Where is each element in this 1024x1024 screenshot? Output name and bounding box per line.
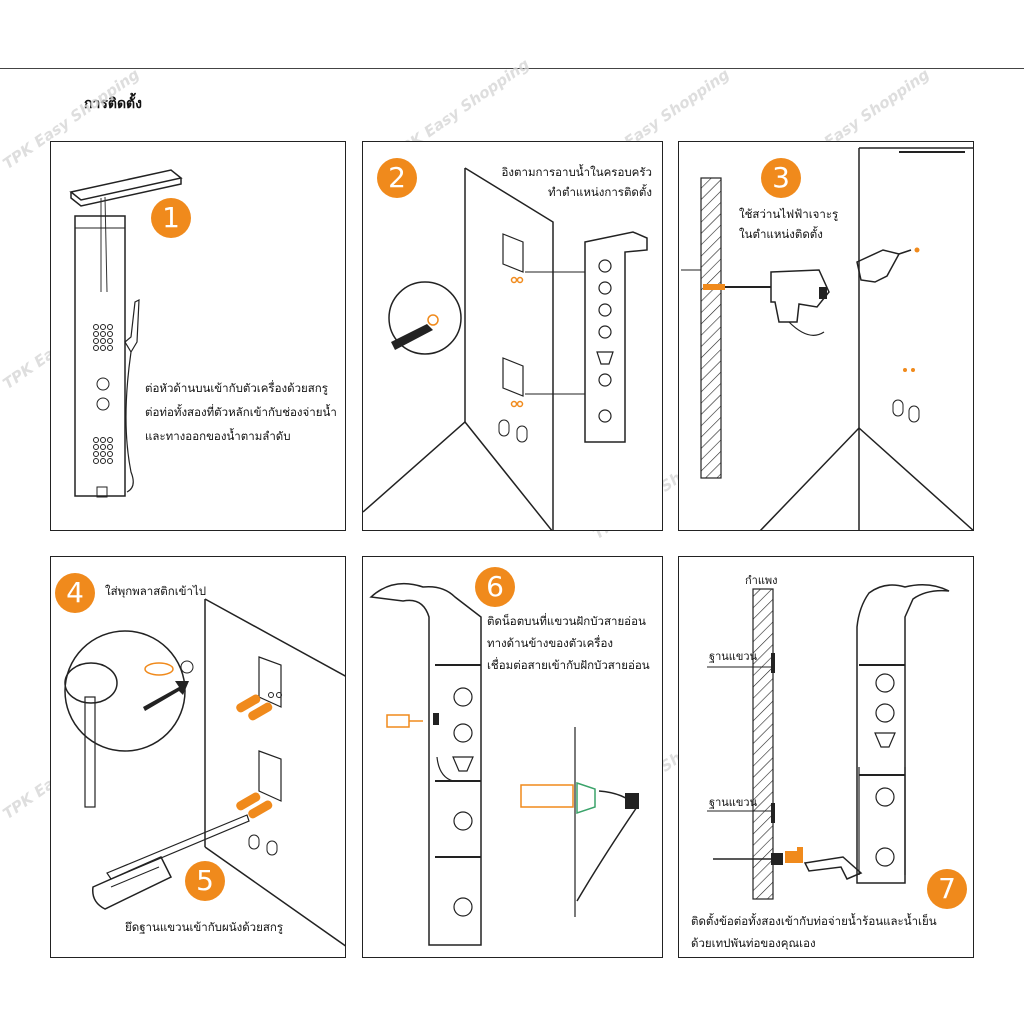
step-7-caption-line-2: ด้วยเทปพันท่อของคุณเอง: [691, 936, 816, 950]
step-1-panel: 1 ต่อหัวด้านบนเข้ากับตัวเครื่องด้วยสกรู …: [50, 141, 346, 531]
step-6-caption-line-3: เชื่อมต่อสายเข้ากับฝักบัวสายอ่อน: [487, 658, 650, 672]
step-number-badge: 2: [377, 158, 417, 198]
pipe-connection-illustration: [707, 584, 950, 900]
shower-panel-illustration: [69, 169, 183, 498]
step-7-panel: กำแพง ฐานแขวน ฐานแขวน 7 ติดตั้งข้อต่อทั้…: [678, 556, 974, 958]
step-number-badge: 1: [151, 198, 191, 238]
step-1-caption-line-1: ต่อหัวด้านบนเข้ากับตัวเครื่องด้วยสกรู: [145, 381, 328, 395]
step-6-panel: 6 ติดน็อตบนที่แขวนฝักบัวสายอ่อน ทางด้านข…: [362, 556, 663, 958]
step-6-caption-line-2: ทางด้านข้างของตัวเครื่อง: [487, 636, 614, 650]
step-number-badge: 4: [55, 573, 95, 613]
wall-label: กำแพง: [745, 574, 778, 587]
step-2-panel: 2 อิงตามการอาบน้ำในครอบครัว ทำตำแหน่งการ…: [362, 141, 663, 531]
hanger-label-top: ฐานแขวน: [709, 650, 758, 663]
step-number-badge: 3: [761, 158, 801, 198]
step-number-badge: 6: [475, 567, 515, 607]
step-2-caption-line-1: อิงตามการอาบน้ำในครอบครัว: [501, 165, 653, 179]
hanger-label-bottom: ฐานแขวน: [709, 796, 758, 809]
step-1-caption-line-3: และทางออกของน้ำตามลำดับ: [145, 429, 291, 443]
step-number-badge: 5: [185, 861, 225, 901]
instruction-sheet: [0, 68, 1024, 957]
step-4-5-panel: 4 ใส่พุกพลาสติกเข้าไป 5 ยึดฐานแขวนเข้ากั…: [50, 556, 346, 958]
step-2-caption-line-2: ทำตำแหน่งการติดตั้ง: [547, 185, 652, 199]
hand-shower-holder-illustration: [369, 582, 639, 946]
anchor-and-screw-illustration: [64, 598, 345, 947]
step-3-caption-line-2: ในตำแหน่งติดตั้ง: [739, 227, 823, 241]
drilling-illustration: [681, 147, 973, 530]
step-3-caption-line-1: ใช้สว่านไฟฟ้าเจาะรู: [739, 207, 839, 221]
step-1-caption-line-2: ต่อท่อทั้งสองที่ตัวหลักเข้ากับช่องจ่ายน้…: [145, 405, 337, 419]
step-number-badge: 7: [927, 869, 967, 909]
page-title: การติดตั้ง: [84, 96, 142, 112]
marking-position-illustration: [363, 167, 648, 530]
step-6-caption-line-1: ติดน็อตบนที่แขวนฝักบัวสายอ่อน: [487, 614, 646, 628]
step-7-caption-line-1: ติดตั้งข้อต่อทั้งสองเข้ากับท่อจ่ายน้ำร้อ…: [691, 914, 937, 928]
step-4-caption: ใส่พุกพลาสติกเข้าไป: [105, 584, 207, 598]
step-3-panel: 3 ใช้สว่านไฟฟ้าเจาะรู ในตำแหน่งติดตั้ง: [678, 141, 974, 531]
step-5-caption: ยึดฐานแขวนเข้ากับผนังด้วยสกรู: [125, 920, 284, 934]
